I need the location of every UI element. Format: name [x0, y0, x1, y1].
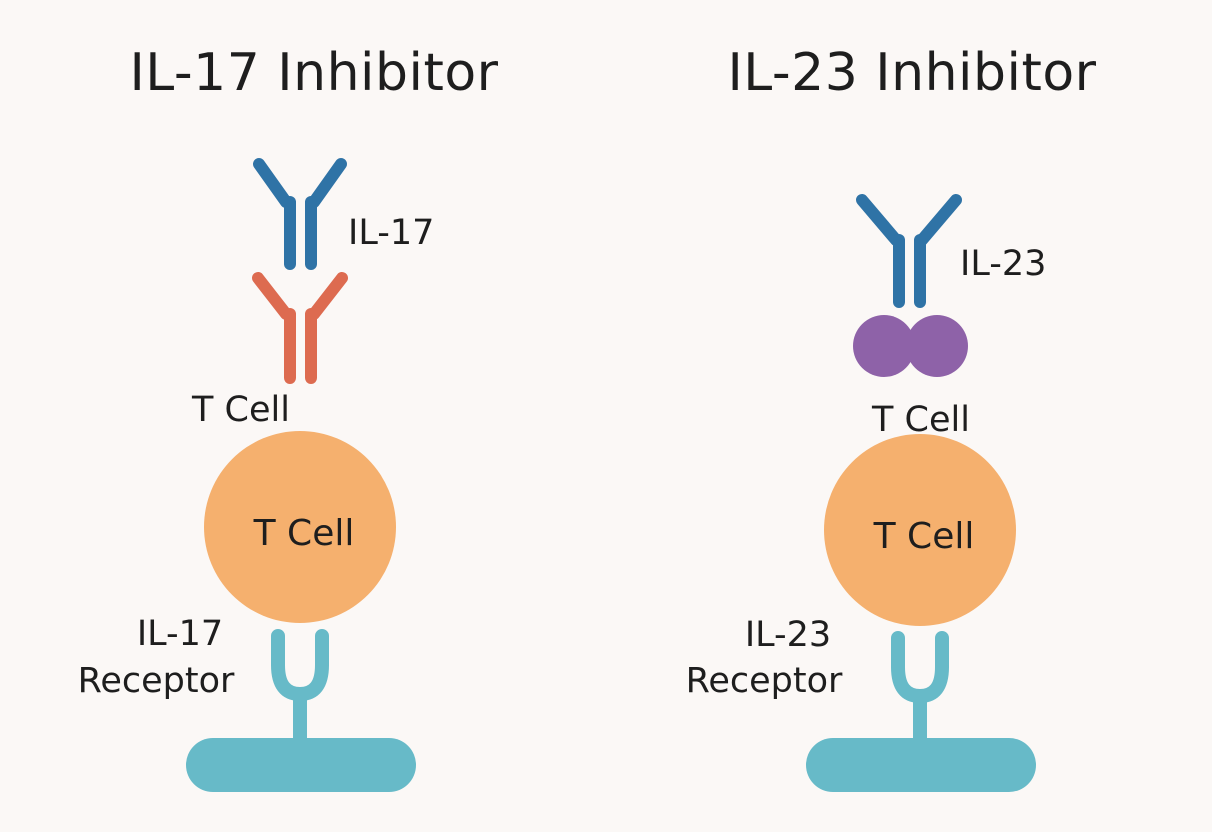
il23-subunit-icon — [853, 315, 968, 377]
t-cell-icon — [204, 431, 396, 623]
il23-antibody-icon — [856, 194, 962, 308]
cytokine-label: IL-17 — [348, 213, 434, 253]
receptor-label-line2: Receptor — [686, 661, 843, 701]
panel-il23: IL-23 Inhibitor IL-23 T Cell T Cell IL-2… — [686, 43, 1096, 792]
il23-receptor-icon — [806, 631, 1036, 792]
t-cell-icon — [824, 434, 1016, 626]
upper-t-cell-label: T Cell — [191, 390, 290, 430]
il17-antibody-icon — [253, 158, 347, 270]
t-cell-antibody-icon — [252, 272, 348, 384]
panel-title: IL-23 Inhibitor — [727, 43, 1096, 103]
t-cell-label: T Cell — [253, 513, 355, 554]
receptor-label-line1: IL-23 — [745, 615, 831, 655]
t-cell-label: T Cell — [873, 516, 975, 557]
upper-t-cell-label: T Cell — [871, 400, 970, 440]
receptor-label-line1: IL-17 — [137, 614, 223, 654]
il17-receptor-icon — [186, 629, 416, 792]
panel-il17: IL-17 Inhibitor IL-17 T Cell T Cell IL-1… — [78, 43, 498, 792]
cytokine-label: IL-23 — [960, 244, 1046, 284]
receptor-label-line2: Receptor — [78, 661, 235, 701]
panel-title: IL-17 Inhibitor — [129, 43, 498, 103]
